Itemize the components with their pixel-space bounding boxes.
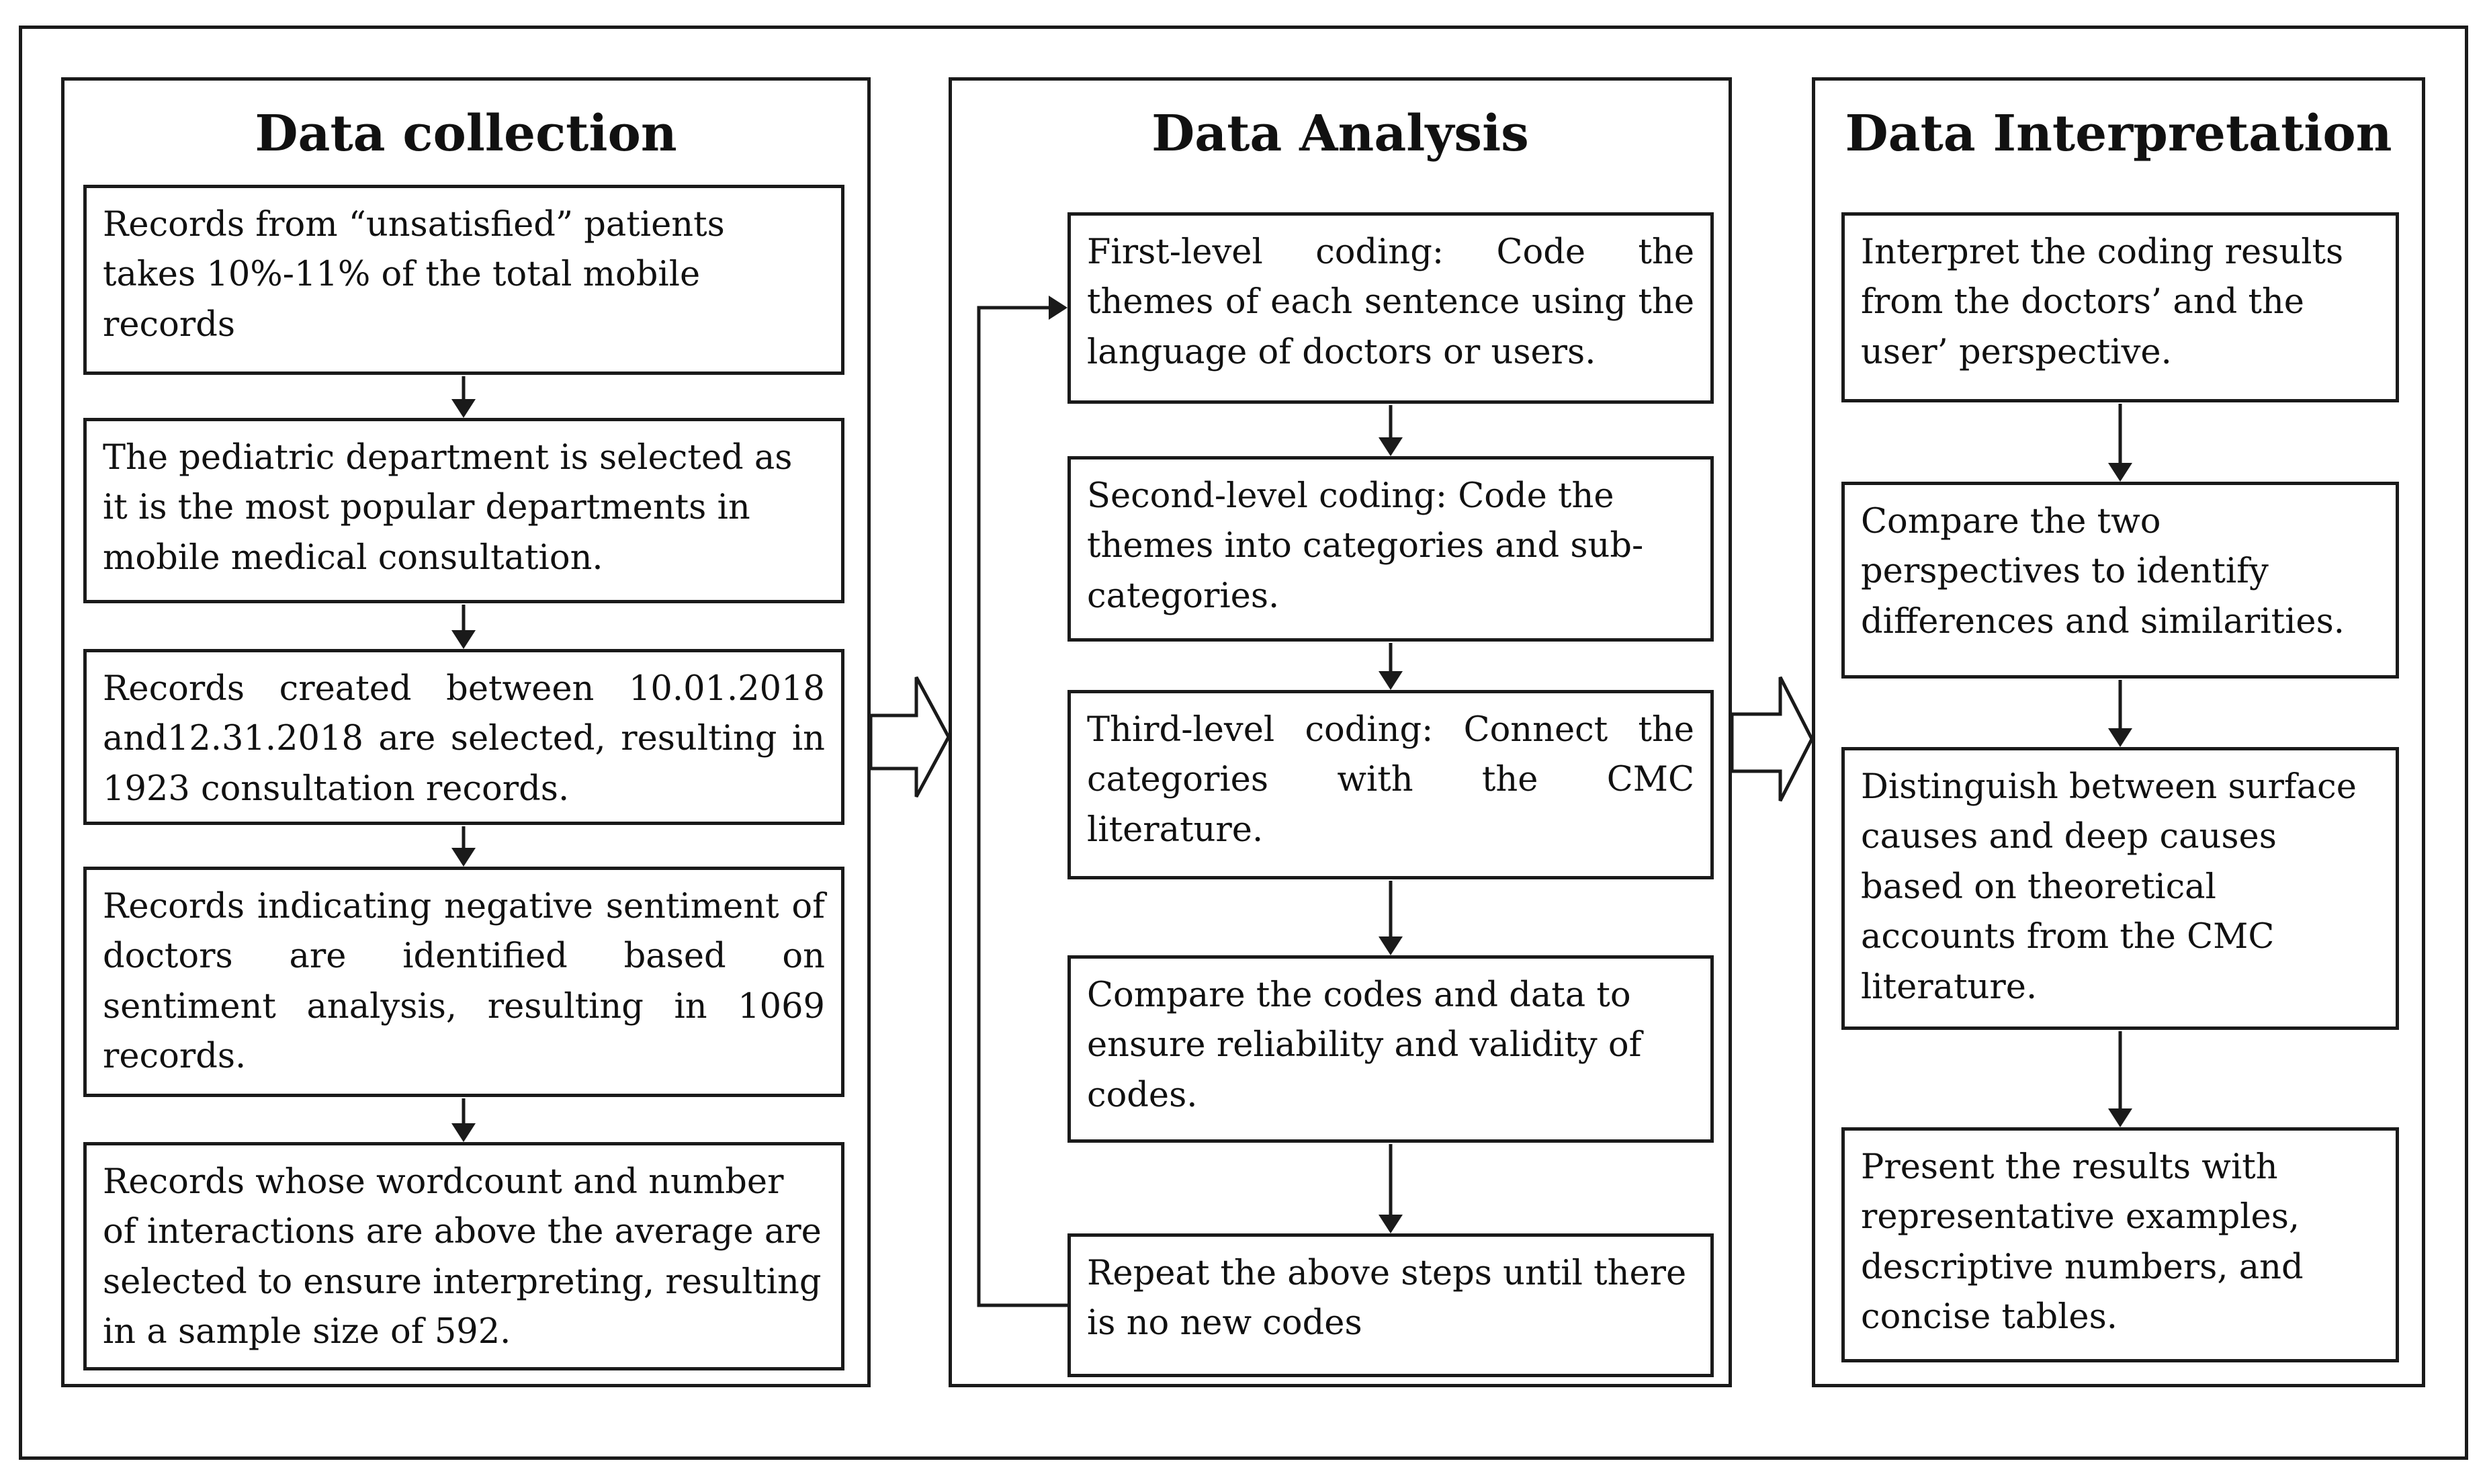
- interpretation-step-2: Compare the two perspectives to identify…: [1841, 482, 2399, 679]
- analysis-step-3: Third-level coding: Connect the categori…: [1067, 690, 1714, 879]
- collection-step-5: Records whose wordcount and number of in…: [83, 1142, 844, 1370]
- collection-step-1: Records from “unsatisfied” patients take…: [83, 185, 844, 375]
- column-title-data-analysis: Data Analysis: [1151, 105, 1529, 163]
- column-title-data-interpretation: Data Interpretation: [1845, 105, 2392, 163]
- interpretation-step-3: Distinguish between surface causes and d…: [1841, 747, 2399, 1030]
- block-arrow-analysis-to-interpretation: [1730, 676, 1814, 802]
- collection-step-2: The pediatric department is selected as …: [83, 418, 844, 603]
- analysis-step-5: Repeat the above steps until there is no…: [1067, 1233, 1714, 1377]
- analysis-step-2: Second-level coding: Code the themes int…: [1067, 456, 1714, 642]
- interpretation-step-4: Present the results with representative …: [1841, 1127, 2399, 1362]
- block-arrow-collection-to-analysis: [869, 676, 951, 798]
- collection-step-3: Records created between 10.01.2018 and12…: [83, 649, 844, 825]
- analysis-feedback-loop: [977, 306, 1067, 1307]
- column-title-data-collection: Data collection: [255, 105, 677, 163]
- analysis-step-4: Compare the codes and data to ensure rel…: [1067, 955, 1714, 1143]
- collection-step-4: Records indicating negative sentiment of…: [83, 867, 844, 1097]
- analysis-step-1: First-level coding: Code the themes of e…: [1067, 212, 1714, 404]
- interpretation-step-1: Interpret the coding results from the do…: [1841, 212, 2399, 402]
